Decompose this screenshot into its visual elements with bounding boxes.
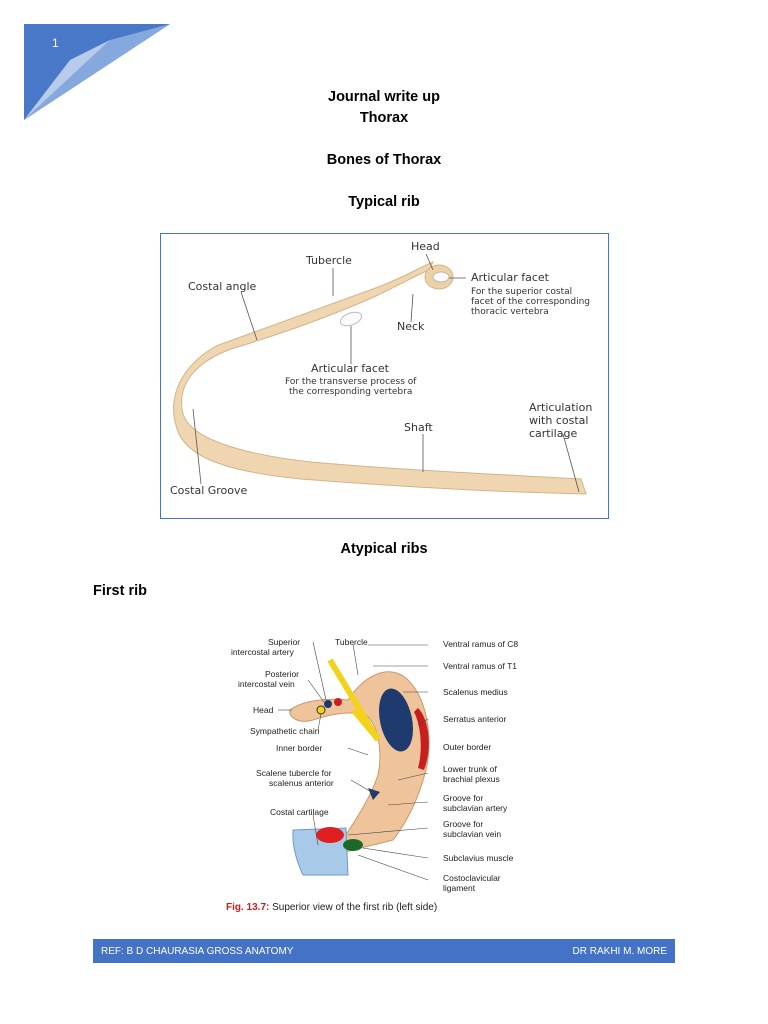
label-serratus-anterior: Serratus anterior xyxy=(443,714,506,724)
label-articulation-2: with costal xyxy=(529,414,588,427)
label-ventral-c8: Ventral ramus of C8 xyxy=(443,639,518,649)
scalene-tubercle xyxy=(368,788,380,800)
sympathetic-chain-dot xyxy=(316,705,326,715)
facet-head xyxy=(432,271,450,283)
label-sympathetic-chain: Sympathetic chain xyxy=(250,726,320,736)
label-af1-desc2: facet of the corresponding xyxy=(471,297,590,307)
label-head-2: Head xyxy=(253,705,274,715)
label-ventral-t1: Ventral ramus of T1 xyxy=(443,661,517,671)
label-costal-groove: Costal Groove xyxy=(170,484,248,497)
label-scalenus-medius: Scalenus medius xyxy=(443,687,508,697)
title-line-1: Journal write up xyxy=(328,89,440,105)
serratus-area xyxy=(414,708,429,770)
label-costoclavicular-1: Costoclavicular xyxy=(443,873,501,883)
label-af1-desc1: For the superior costal xyxy=(471,287,572,297)
typical-rib-heading: Typical rib xyxy=(348,194,420,210)
subclavius-area xyxy=(343,839,363,851)
atypical-ribs-heading: Atypical ribs xyxy=(340,541,428,557)
section-title: Bones of Thorax xyxy=(326,152,442,168)
page-number: 1 xyxy=(52,36,59,50)
label-costoclavicular-2: ligament xyxy=(443,883,476,893)
label-lower-trunk-1: Lower trunk of xyxy=(443,764,497,774)
caption-text: Superior view of the first rib (left sid… xyxy=(269,902,437,913)
label-articular-facet-2: Articular facet xyxy=(311,362,390,375)
label-af2-desc1: For the transverse process of xyxy=(285,377,417,387)
vein-dot xyxy=(324,700,332,708)
artery-dot xyxy=(334,698,342,706)
label-af2-desc2: the corresponding vertebra xyxy=(289,387,412,397)
label-shaft: Shaft xyxy=(404,421,433,434)
typical-rib-figure: Head Tubercle Costal angle Articular fac… xyxy=(160,233,609,519)
label-posterior-ic-vein-2: intercostal vein xyxy=(238,679,295,689)
facet-tubercle xyxy=(339,311,363,327)
label-groove-artery-1: Groove for xyxy=(443,793,483,803)
label-posterior-ic-vein-1: Posterior xyxy=(265,669,299,679)
label-neck: Neck xyxy=(397,320,425,333)
label-articular-facet-1: Articular facet xyxy=(471,271,550,284)
footer-reference: REF: B D CHAURASIA GROSS ANATOMY xyxy=(101,945,294,957)
caption-prefix: Fig. 13.7: xyxy=(226,902,269,913)
footer-author: DR RAKHI M. MORE xyxy=(572,945,667,957)
label-articulation-3: cartilage xyxy=(529,427,577,440)
label-af1-desc3: thoracic vertebra xyxy=(471,307,549,317)
label-scalene-tubercle-2: scalenus anterior xyxy=(269,778,334,788)
label-groove-artery-2: subclavian artery xyxy=(443,803,508,813)
label-articulation-1: Articulation xyxy=(529,401,592,414)
label-scalene-tubercle-1: Scalene tubercle for xyxy=(256,768,332,778)
first-rib-heading: First rib xyxy=(93,583,147,599)
label-groove-vein-1: Groove for xyxy=(443,819,483,829)
label-subclavius: Subclavius muscle xyxy=(443,853,514,863)
first-rib-shape xyxy=(289,671,430,856)
label-costal-cartilage: Costal cartilage xyxy=(270,807,329,817)
title-line-2: Thorax xyxy=(359,110,409,126)
footer-bar: REF: B D CHAURASIA GROSS ANATOMY DR RAKH… xyxy=(93,939,675,963)
label-groove-vein-2: subclavian vein xyxy=(443,829,501,839)
label-tubercle-2: Tubercle xyxy=(335,637,368,647)
label-head: Head xyxy=(411,240,440,253)
scalenus-medius-area xyxy=(378,688,414,752)
figure-caption: Fig. 13.7: Superior view of the first ri… xyxy=(226,902,437,913)
label-inner-border: Inner border xyxy=(276,743,322,753)
rib-shape xyxy=(173,261,587,495)
label-outer-border: Outer border xyxy=(443,742,491,752)
subclavian-vein-groove xyxy=(316,827,344,843)
label-superior-ic-artery-1: Superior xyxy=(268,637,300,647)
label-superior-ic-artery-2: intercostal artery xyxy=(231,647,295,657)
label-lower-trunk-2: brachial plexus xyxy=(443,774,500,784)
first-rib-figure: Superior intercostal artery Tubercle Pos… xyxy=(218,630,548,920)
label-costal-angle: Costal angle xyxy=(188,280,256,293)
label-tubercle: Tubercle xyxy=(305,254,352,267)
corner-decoration xyxy=(24,24,170,120)
nerve-t1 xyxy=(351,708,380,742)
